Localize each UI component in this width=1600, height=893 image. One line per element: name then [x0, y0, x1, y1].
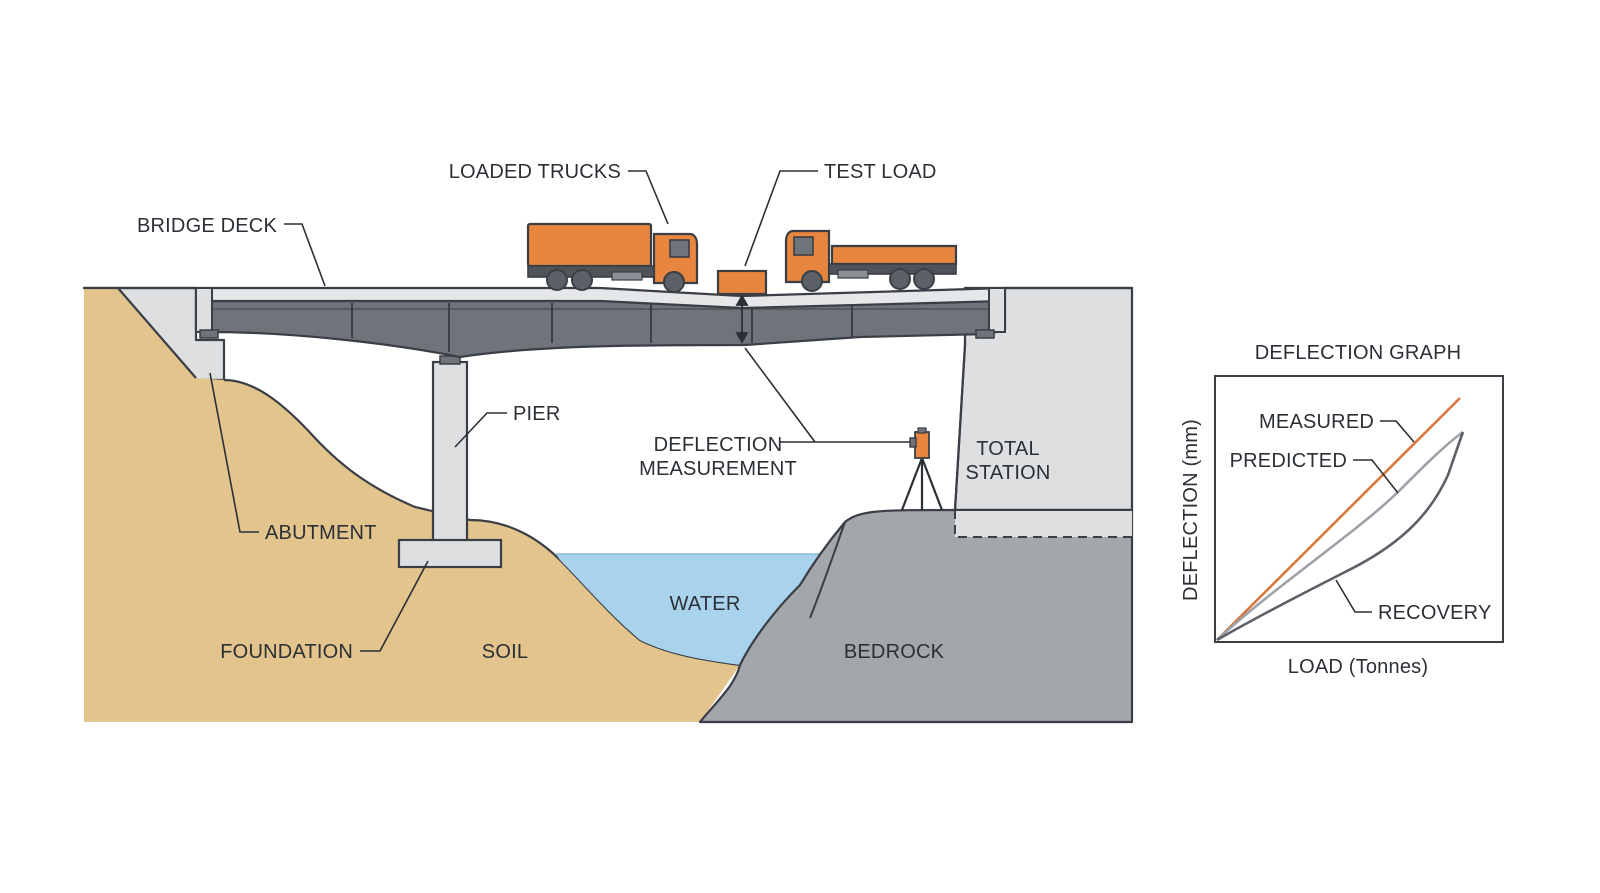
- tripod: [900, 457, 944, 511]
- label-total-station-1: TOTAL: [976, 438, 1040, 460]
- total-station: [900, 427, 944, 511]
- label-foundation: FOUNDATION: [220, 641, 353, 663]
- truck-left-window: [669, 239, 690, 258]
- total-station-lens: [909, 437, 917, 448]
- pier: [431, 360, 469, 544]
- bearing-left: [199, 329, 219, 339]
- leader-predicted: [1353, 459, 1399, 494]
- bearing-right: [975, 329, 995, 339]
- total-station-head: [914, 431, 930, 459]
- graph-x-label: LOAD (Tonnes): [1288, 656, 1428, 678]
- leader-loaded-trucks: [628, 170, 669, 225]
- leader-foundation: [360, 560, 429, 652]
- truck-left-cargo-box: [526, 222, 653, 268]
- leader-bridge-deck: [284, 223, 326, 287]
- label-pier: PIER: [513, 403, 560, 425]
- pier-assembly: [397, 355, 503, 569]
- bridge: [84, 286, 1132, 511]
- dashed-footing-line: [954, 510, 1132, 538]
- recovery-line: [1216, 431, 1465, 642]
- label-deflection-measurement-2: MEASUREMENT: [639, 458, 797, 480]
- truck-right-window: [793, 236, 814, 256]
- girder-stiffeners: [351, 303, 853, 352]
- legend-measured: MEASURED: [1259, 411, 1374, 433]
- graph-frame: [1214, 375, 1504, 643]
- total-station-handle: [917, 427, 927, 434]
- leader-pier: [454, 412, 507, 448]
- girder: [194, 299, 1007, 359]
- deflection-arrow: [735, 294, 749, 344]
- deflection-graph: DEFLECTION GRAPH MEASURED PREDICTED RECO…: [1180, 342, 1504, 678]
- label-bedrock: BEDROCK: [844, 641, 945, 663]
- bedrock: [698, 508, 1134, 724]
- wheel: [913, 268, 935, 290]
- truck-right-dump-bed: [830, 244, 958, 266]
- graph-y-label: DEFLECTION (mm): [1180, 419, 1202, 601]
- label-test-load: TEST LOAD: [824, 161, 937, 183]
- label-soil: SOIL: [482, 641, 528, 663]
- wheel: [546, 269, 568, 291]
- graph-title: DEFLECTION GRAPH: [1255, 342, 1462, 364]
- leader-abutment: [209, 372, 259, 533]
- deck-end-left: [195, 287, 213, 333]
- terrain: [82, 286, 1134, 724]
- leader-lines: [209, 170, 910, 652]
- test-load-block: [716, 269, 768, 296]
- foundation: [397, 538, 503, 569]
- legend-predicted: PREDICTED: [1230, 450, 1347, 472]
- label-abutment: ABUTMENT: [265, 522, 377, 544]
- leader-recovery: [1335, 579, 1372, 613]
- label-loaded-trucks: LOADED TRUCKS: [449, 161, 621, 183]
- predicted-line: [1216, 430, 1464, 641]
- leader-measured: [1380, 420, 1415, 443]
- leader-test-load: [744, 170, 818, 267]
- label-total-station-2: STATION: [965, 462, 1050, 484]
- bedrock-concrete-cap: [955, 510, 1132, 537]
- wheel: [663, 271, 685, 293]
- wheel: [571, 269, 593, 291]
- label-water: WATER: [670, 593, 741, 615]
- deck-end-right: [988, 287, 1006, 333]
- bedrock-crack: [809, 521, 846, 619]
- truck-left-fuel-tank: [611, 271, 643, 281]
- truck-right: [784, 229, 958, 292]
- soil: [84, 288, 740, 722]
- truck-left: [526, 222, 699, 293]
- wheel: [801, 270, 823, 292]
- right-abutment-edge: [953, 340, 967, 511]
- label-bridge-deck: BRIDGE DECK: [137, 215, 277, 237]
- measured-line: [1216, 397, 1461, 641]
- diagram-labels: LOADED TRUCKS TEST LOAD BRIDGE DECK PIER…: [137, 161, 1050, 663]
- truck-right-fuel-tank: [837, 269, 869, 279]
- leader-deflection: [744, 347, 910, 443]
- wheel: [889, 268, 911, 290]
- label-deflection-measurement-1: DEFLECTION: [654, 434, 783, 456]
- legend-recovery: RECOVERY: [1378, 602, 1492, 624]
